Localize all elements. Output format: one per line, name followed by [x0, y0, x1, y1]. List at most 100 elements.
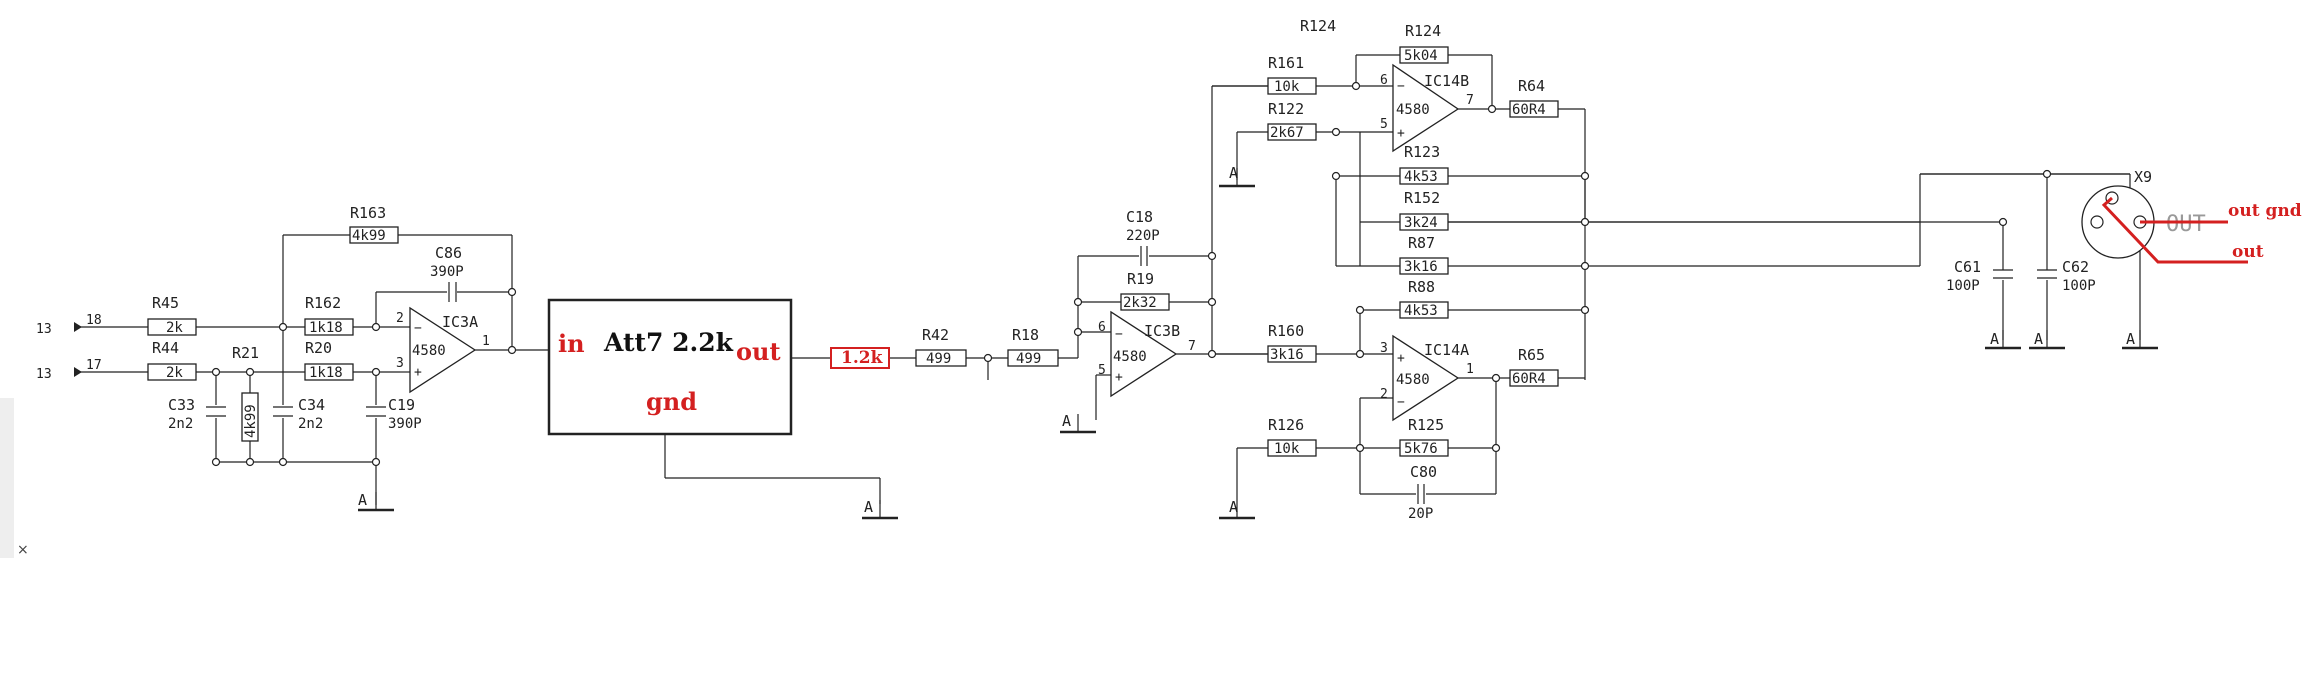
component-value: 499 [1016, 351, 1041, 367]
capacitor-C19[interactable]: C19 390P [388, 396, 422, 432]
pin-label: 5 [1098, 363, 1106, 378]
component-ref: R162 [305, 294, 341, 312]
resistor-R124[interactable]: R124 5k04 [1399, 22, 1449, 64]
opamp-IC3A[interactable]: IC3A 4580 2 3 1 − + [396, 306, 490, 394]
resistor-R65[interactable]: R65 60R4 [1509, 346, 1559, 387]
resistor-R123[interactable]: R123 4k53 [1399, 143, 1449, 185]
resistor-R64[interactable]: R64 60R4 [1509, 77, 1559, 118]
component-value: 10k [1274, 79, 1300, 95]
resistor-R122[interactable]: R122 2k67 [1267, 100, 1317, 141]
component-ref: R124 [1405, 22, 1441, 40]
ground-symbol: A [2027, 328, 2067, 350]
component-ref: C34 [298, 396, 325, 414]
capacitor-C33[interactable]: C33 2n2 [168, 396, 195, 432]
pin-label: 6 [1098, 320, 1106, 335]
svg-text:A: A [2034, 330, 2043, 348]
component-ref: R45 [152, 294, 179, 312]
resistor-R19[interactable]: R19 2k32 [1120, 270, 1170, 311]
svg-text:R124: R124 [1300, 17, 1336, 35]
component-part: 4580 [1396, 372, 1430, 388]
resistor-R88[interactable]: R88 4k53 [1399, 278, 1449, 319]
resistor-R21[interactable]: R21 4k99 [232, 344, 259, 442]
side-panel-tab[interactable] [0, 398, 14, 558]
component-value: 4k99 [352, 228, 386, 244]
resistor-R18[interactable]: R18 499 [1007, 326, 1059, 367]
capacitor-C62[interactable]: C62 100P [2062, 258, 2096, 294]
resistor-R42[interactable]: R42 499 [915, 326, 967, 367]
svg-text:A: A [2126, 330, 2135, 348]
component-ref: R125 [1408, 416, 1444, 434]
opamp-IC14A[interactable]: IC14A 4580 3 2 1 + − [1380, 334, 1474, 422]
svg-text:A: A [864, 498, 873, 516]
capacitor-C34[interactable]: C34 2n2 [298, 396, 325, 432]
connector-label: 13 [36, 367, 52, 382]
component-ref: R163 [350, 204, 386, 222]
component-ref: IC3A [442, 313, 478, 331]
pin-label: 7 [1466, 93, 1474, 108]
svg-text:+: + [414, 365, 422, 380]
opamp-IC14B[interactable]: IC14B 4580 6 5 7 − + [1380, 63, 1474, 153]
resistor-R125[interactable]: R125 5k76 [1399, 416, 1449, 457]
component-ref: IC3B [1144, 322, 1180, 340]
resistor-R87[interactable]: R87 3k16 [1399, 234, 1449, 275]
resistor-R126[interactable]: R126 10k [1267, 416, 1317, 457]
out-gnd-label: out gnd [2228, 201, 2302, 221]
resistor-R161[interactable]: R161 10k [1267, 54, 1317, 95]
svg-text:−: − [1397, 395, 1405, 410]
resistor-R160[interactable]: R160 3k16 [1267, 322, 1317, 363]
pin-label: 6 [1380, 73, 1388, 88]
component-value: 499 [926, 351, 951, 367]
capacitor-C86[interactable]: C86 390P [430, 244, 464, 280]
pin-label: 3 [1380, 341, 1388, 356]
connector-pin: 18 [86, 313, 102, 328]
xlr-connector-X9[interactable]: X9 OUT [2081, 168, 2206, 259]
component-part: 4580 [1396, 102, 1430, 118]
connector-label: 13 [36, 322, 52, 337]
component-value: 100P [1946, 278, 1980, 294]
resistor-R45[interactable]: R45 2k [147, 294, 197, 336]
connector-pin: 17 [86, 358, 102, 373]
component-part: 4580 [412, 343, 446, 359]
component-ref: R20 [305, 339, 332, 357]
block-in-label: in [558, 329, 585, 358]
resistor-R163[interactable]: R163 4k99 [349, 204, 399, 244]
resistor-R20[interactable]: R20 1k18 [304, 339, 354, 381]
component-ref: IC14A [1424, 341, 1469, 359]
component-value: 390P [388, 416, 422, 432]
opamp-IC3B[interactable]: IC3B 4580 6 5 7 − + [1098, 310, 1196, 398]
component-value: 5k76 [1404, 441, 1438, 457]
component-value: 10k [1274, 441, 1300, 457]
resistor-R162[interactable]: R162 1k18 [304, 294, 354, 336]
component-value: 5k04 [1404, 48, 1438, 64]
pin-label: 2 [1380, 387, 1388, 402]
resistor-R152[interactable]: R152 3k24 [1399, 189, 1449, 231]
capacitor-C80[interactable]: C80 20P [1408, 463, 1437, 522]
ground-symbol: A [1217, 498, 1257, 520]
pin-label: 7 [1188, 339, 1196, 354]
component-ref: R18 [1012, 326, 1039, 344]
svg-text:+: + [1397, 351, 1405, 366]
component-ref: C80 [1410, 463, 1437, 481]
block-out-label: out [736, 337, 781, 366]
component-value: 4k99 [243, 404, 259, 438]
component-value: 60R4 [1512, 371, 1546, 387]
capacitor-C18[interactable]: C18 220P [1126, 208, 1160, 244]
component-value: 100P [2062, 278, 2096, 294]
ground-symbol: A [1983, 328, 2023, 350]
component-ref: R19 [1127, 270, 1154, 288]
attenuator-block[interactable]: Att7 2.2k in out gnd [547, 298, 793, 436]
resistor-R44[interactable]: R44 2k [147, 339, 197, 381]
connector-name: OUT [2166, 212, 2206, 237]
close-icon[interactable]: × [17, 542, 29, 558]
svg-text:+: + [1115, 370, 1123, 385]
component-value: 4k53 [1404, 169, 1438, 185]
component-ref: R21 [232, 344, 259, 362]
component-value: 2k [166, 365, 183, 381]
component-ref: C86 [435, 244, 462, 262]
component-value: 20P [1408, 506, 1433, 522]
capacitor-C61[interactable]: C61 100P [1946, 258, 1981, 294]
pin-label: 2 [396, 311, 404, 326]
component-ref: R161 [1268, 54, 1304, 72]
added-resistor-1-2k[interactable]: 1.2k [830, 347, 890, 369]
